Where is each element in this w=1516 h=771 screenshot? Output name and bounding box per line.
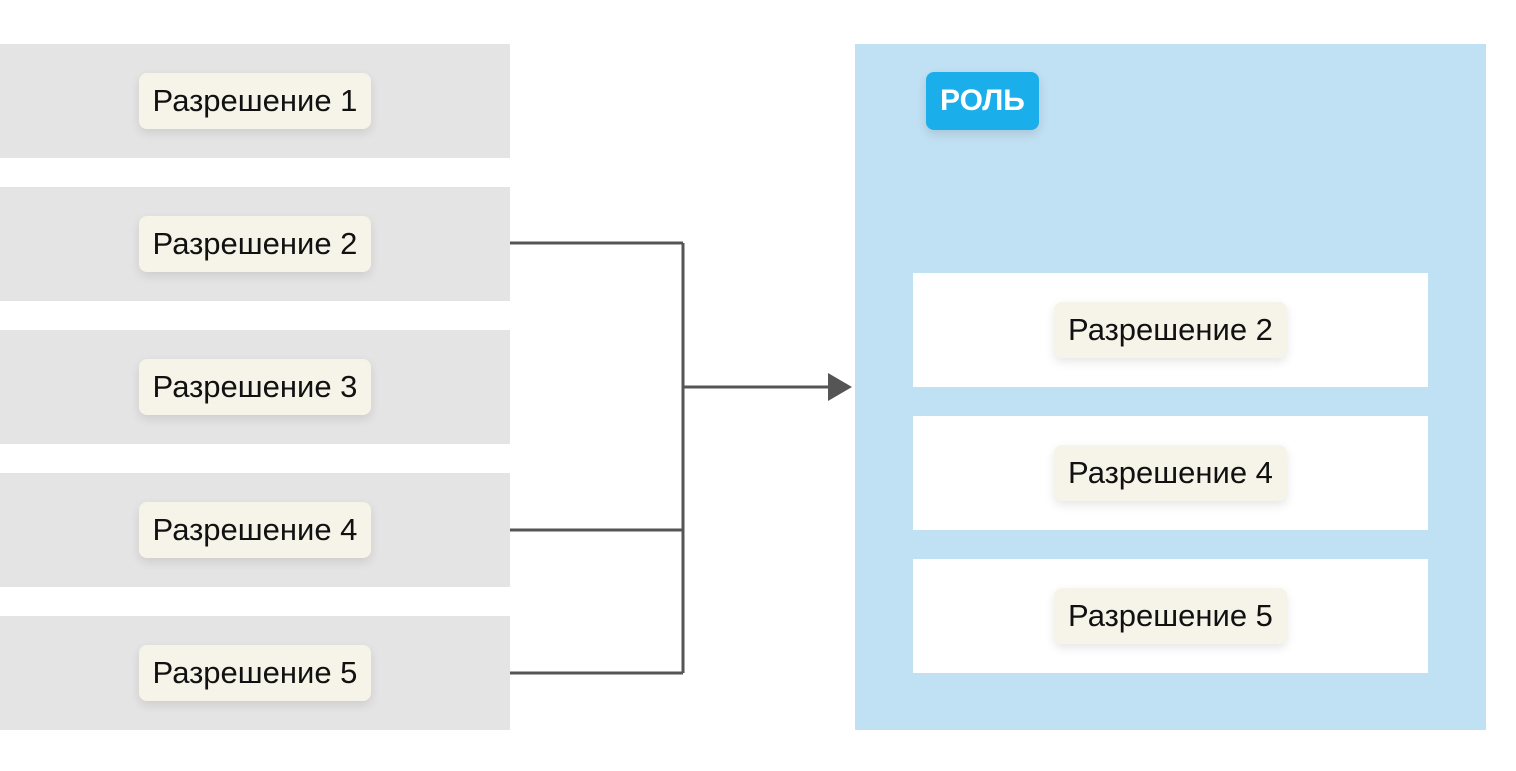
role-permission-chip-3: Разрешение 5 [1054,588,1287,644]
permission-row-3: Разрешение 3 [0,330,510,444]
arrow-head-icon [828,373,852,401]
permission-row-4: Разрешение 4 [0,473,510,587]
role-panel: РОЛЬ Разрешение 2 Разрешение 4 Разрешени… [855,44,1486,730]
permission-row-2: Разрешение 2 [0,187,510,301]
permission-chip-2: Разрешение 2 [138,216,372,272]
permission-chip-3: Разрешение 3 [138,359,372,415]
role-permission-row-1: Разрешение 2 [913,273,1428,387]
role-badge: РОЛЬ [926,72,1039,130]
permission-chip-4: Разрешение 4 [138,502,372,558]
role-permission-chip-2: Разрешение 4 [1054,445,1287,501]
permission-row-1: Разрешение 1 [0,44,510,158]
role-permission-row-2: Разрешение 4 [913,416,1428,530]
permission-row-5: Разрешение 5 [0,616,510,730]
permission-chip-1: Разрешение 1 [138,73,372,129]
role-permission-chip-1: Разрешение 2 [1054,302,1287,358]
role-permission-row-3: Разрешение 5 [913,559,1428,673]
permission-chip-5: Разрешение 5 [138,645,372,701]
